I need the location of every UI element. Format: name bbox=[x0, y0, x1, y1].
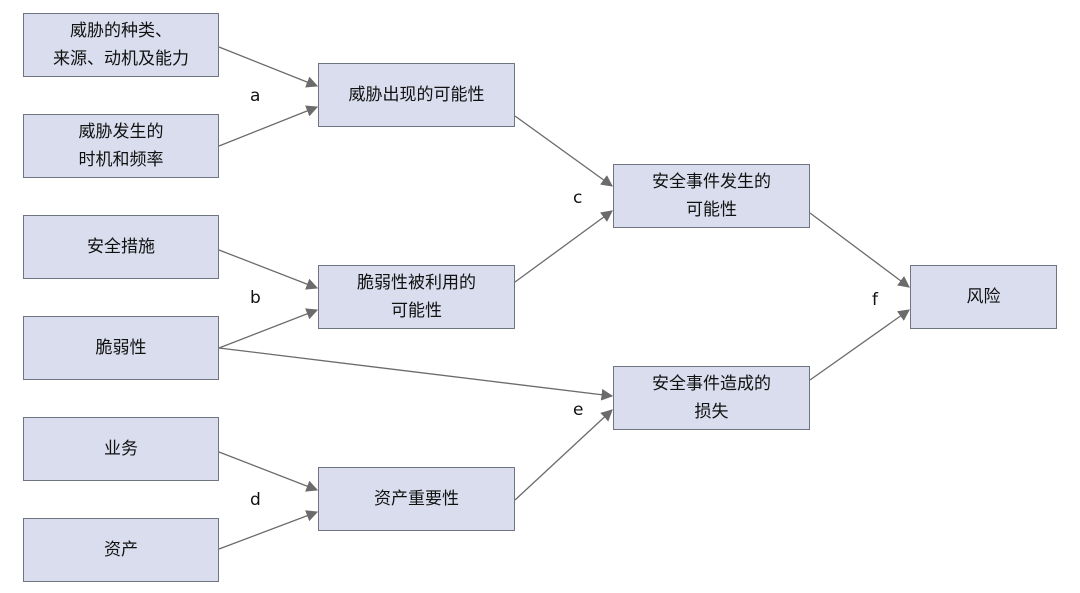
node-incident-loss-line2: 损失 bbox=[694, 402, 729, 422]
node-incident-likelihood-line2: 可能性 bbox=[686, 200, 737, 220]
node-threat-type-line1: 威胁的种类、 bbox=[70, 21, 172, 41]
node-threat-timing: 威胁发生的时机和频率 bbox=[23, 114, 219, 178]
node-vuln-exploit-line1: 脆弱性被利用的 bbox=[357, 273, 476, 293]
arrow-threat-likelihood-to-incident-likelihood bbox=[514, 115, 613, 187]
edge-label-c: c bbox=[573, 188, 583, 208]
arrow-vulnerability-to-incident-loss bbox=[218, 347, 614, 401]
node-vulnerability-line1: 脆弱性 bbox=[95, 338, 147, 358]
node-threat-type: 威胁的种类、来源、动机及能力 bbox=[23, 13, 219, 77]
edge-label-b: b bbox=[250, 288, 261, 308]
node-threat-likelihood-line1: 威胁出现的可能性 bbox=[348, 85, 485, 105]
arrow-business-to-asset-importance bbox=[218, 451, 319, 492]
node-incident-likelihood-line1: 安全事件发生的 bbox=[652, 172, 771, 192]
node-business-line1: 业务 bbox=[104, 439, 138, 459]
node-vuln-exploit-line2: 可能性 bbox=[391, 301, 442, 321]
node-business: 业务 bbox=[23, 417, 219, 481]
node-incident-likelihood: 安全事件发生的可能性 bbox=[613, 164, 810, 228]
arrow-asset-importance-to-incident-loss bbox=[514, 409, 613, 501]
arrow-vulnerability-to-vuln-exploit bbox=[218, 308, 319, 349]
node-asset-importance: 资产重要性 bbox=[318, 467, 515, 531]
node-security-measures-line1: 安全措施 bbox=[87, 237, 155, 257]
arrow-vuln-exploit-to-incident-likelihood bbox=[514, 210, 613, 283]
node-incident-loss: 安全事件造成的损失 bbox=[613, 366, 810, 430]
node-threat-likelihood: 威胁出现的可能性 bbox=[318, 63, 515, 127]
edge-label-a: a bbox=[250, 86, 261, 106]
node-threat-timing-line1: 威胁发生的 bbox=[78, 122, 164, 142]
arrow-threat-type-to-threat-likelihood bbox=[218, 46, 319, 88]
arrow-threat-timing-to-threat-likelihood bbox=[218, 105, 319, 147]
node-risk-line1: 风险 bbox=[966, 287, 1001, 307]
node-threat-type-line2: 来源、动机及能力 bbox=[53, 49, 189, 69]
arrow-security-measures-to-vuln-exploit bbox=[218, 249, 319, 290]
node-security-measures: 安全措施 bbox=[23, 215, 219, 279]
arrow-incident-loss-to-risk bbox=[809, 309, 910, 381]
node-asset-importance-line1: 资产重要性 bbox=[374, 489, 459, 509]
arrow-asset-to-asset-importance bbox=[218, 510, 319, 550]
node-asset-line1: 资产 bbox=[104, 540, 138, 560]
arrow-incident-likelihood-to-risk bbox=[809, 212, 910, 288]
node-asset: 资产 bbox=[23, 518, 219, 582]
edge-label-f: f bbox=[872, 290, 878, 310]
node-vuln-exploit: 脆弱性被利用的可能性 bbox=[318, 265, 515, 329]
node-threat-timing-line2: 时机和频率 bbox=[78, 150, 164, 170]
edge-label-e: e bbox=[573, 400, 584, 420]
node-risk: 风险 bbox=[910, 265, 1057, 329]
node-incident-loss-line1: 安全事件造成的 bbox=[652, 374, 771, 394]
node-vulnerability: 脆弱性 bbox=[23, 316, 219, 380]
edge-label-d: d bbox=[250, 490, 261, 510]
